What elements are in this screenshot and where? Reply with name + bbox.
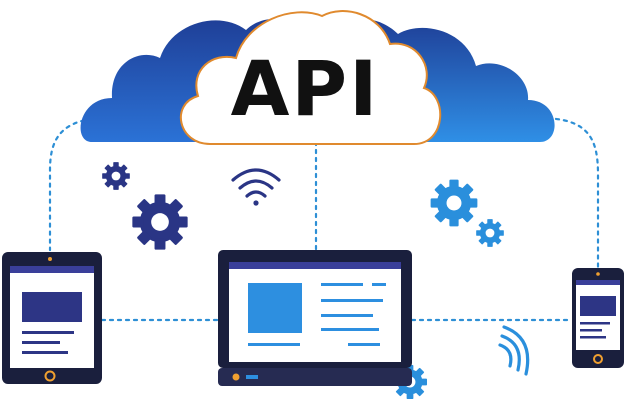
gear-icon [132, 194, 188, 250]
cloud [80, 10, 555, 145]
tablet-device [2, 252, 102, 384]
gear-icon [476, 219, 504, 247]
gears [102, 162, 504, 400]
home-button [593, 354, 603, 364]
home-button [44, 370, 56, 382]
signal-icon [498, 325, 530, 376]
gear-icon [102, 162, 130, 190]
connector-cloud-phone [538, 116, 600, 270]
api-label: API [230, 44, 380, 133]
wifi-icon [231, 168, 281, 206]
cloud-center [180, 10, 442, 145]
phone-device [572, 268, 624, 368]
gear-icon [430, 179, 478, 227]
laptop-device [218, 250, 412, 386]
